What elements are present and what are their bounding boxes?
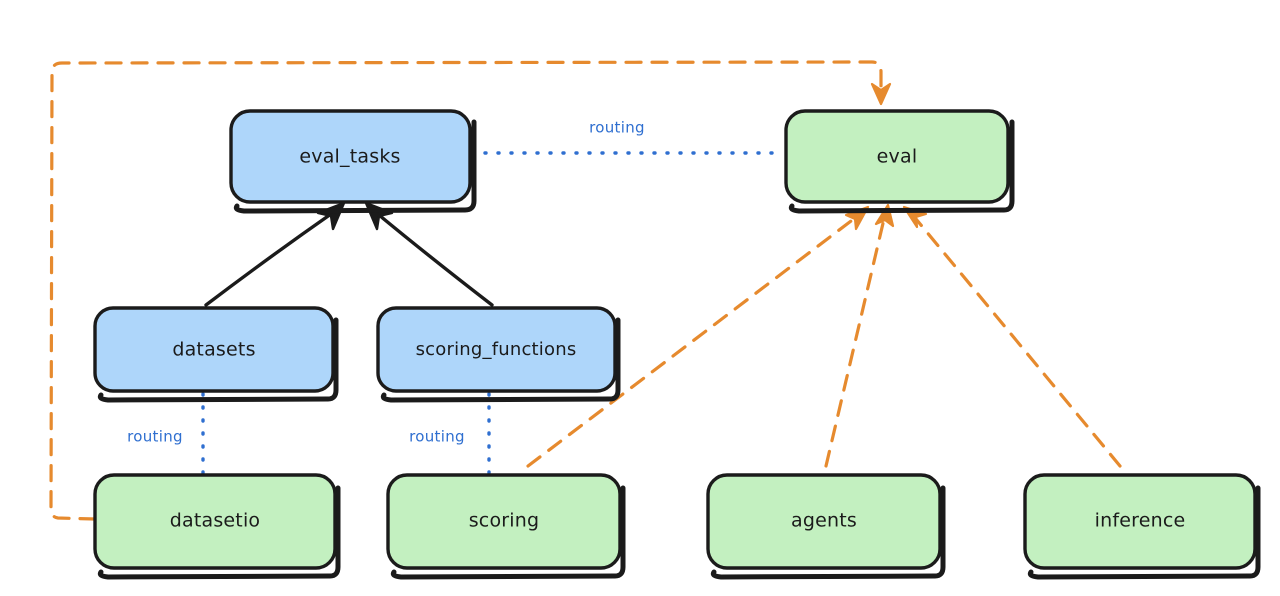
- edge-datasets-datasetio: routing: [127, 392, 205, 475]
- node-scoring-functions-label: scoring_functions: [416, 339, 577, 360]
- node-datasetio[interactable]: datasetio: [93, 473, 341, 580]
- node-datasetio-shape: [93, 473, 337, 570]
- edge-inference-eval: [902, 205, 1122, 468]
- edge-datasets-eval-tasks: [204, 201, 346, 307]
- node-datasets-label: datasets: [172, 339, 255, 361]
- node-datasetio-label: datasetio: [170, 510, 261, 532]
- node-eval-shape: [784, 109, 1010, 204]
- node-eval[interactable]: eval: [784, 109, 1015, 214]
- node-agents-shape: [706, 473, 942, 570]
- node-scoring-shape: [386, 473, 622, 570]
- edge-label-routing-scoring: routing: [409, 428, 465, 446]
- edge-datasetio-eval: [49, 60, 892, 521]
- node-agents-label: agents: [791, 510, 857, 532]
- edge-scoring-functions-eval-tasks: [364, 201, 494, 307]
- edge-eval-tasks-eval: routing: [470, 119, 786, 155]
- node-inference-shape: [1023, 473, 1257, 570]
- node-inference[interactable]: inference: [1023, 473, 1261, 580]
- node-eval-label: eval: [877, 146, 918, 168]
- node-scoring-functions[interactable]: scoring_functions: [376, 306, 621, 403]
- node-inference-label: inference: [1095, 510, 1186, 532]
- node-eval-tasks-label: eval_tasks: [299, 146, 400, 168]
- node-agents[interactable]: agents: [706, 473, 946, 580]
- edge-label-routing-eval: routing: [589, 119, 645, 137]
- edge-agents-eval: [824, 203, 895, 468]
- node-scoring-label: scoring: [469, 510, 540, 532]
- node-eval-tasks-shape: [229, 109, 472, 204]
- node-scoring[interactable]: scoring: [386, 473, 626, 580]
- node-datasets-shape: [93, 306, 335, 393]
- edge-label-routing-datasetio: routing: [127, 428, 183, 446]
- node-datasets[interactable]: datasets: [93, 306, 339, 403]
- node-scoring-functions-shape: [376, 306, 617, 393]
- node-layer: eval_tasks eval datasets scoring_functio…: [93, 109, 1261, 580]
- node-eval-tasks[interactable]: eval_tasks: [229, 109, 477, 214]
- edge-scoring-functions-scoring: routing: [409, 392, 491, 475]
